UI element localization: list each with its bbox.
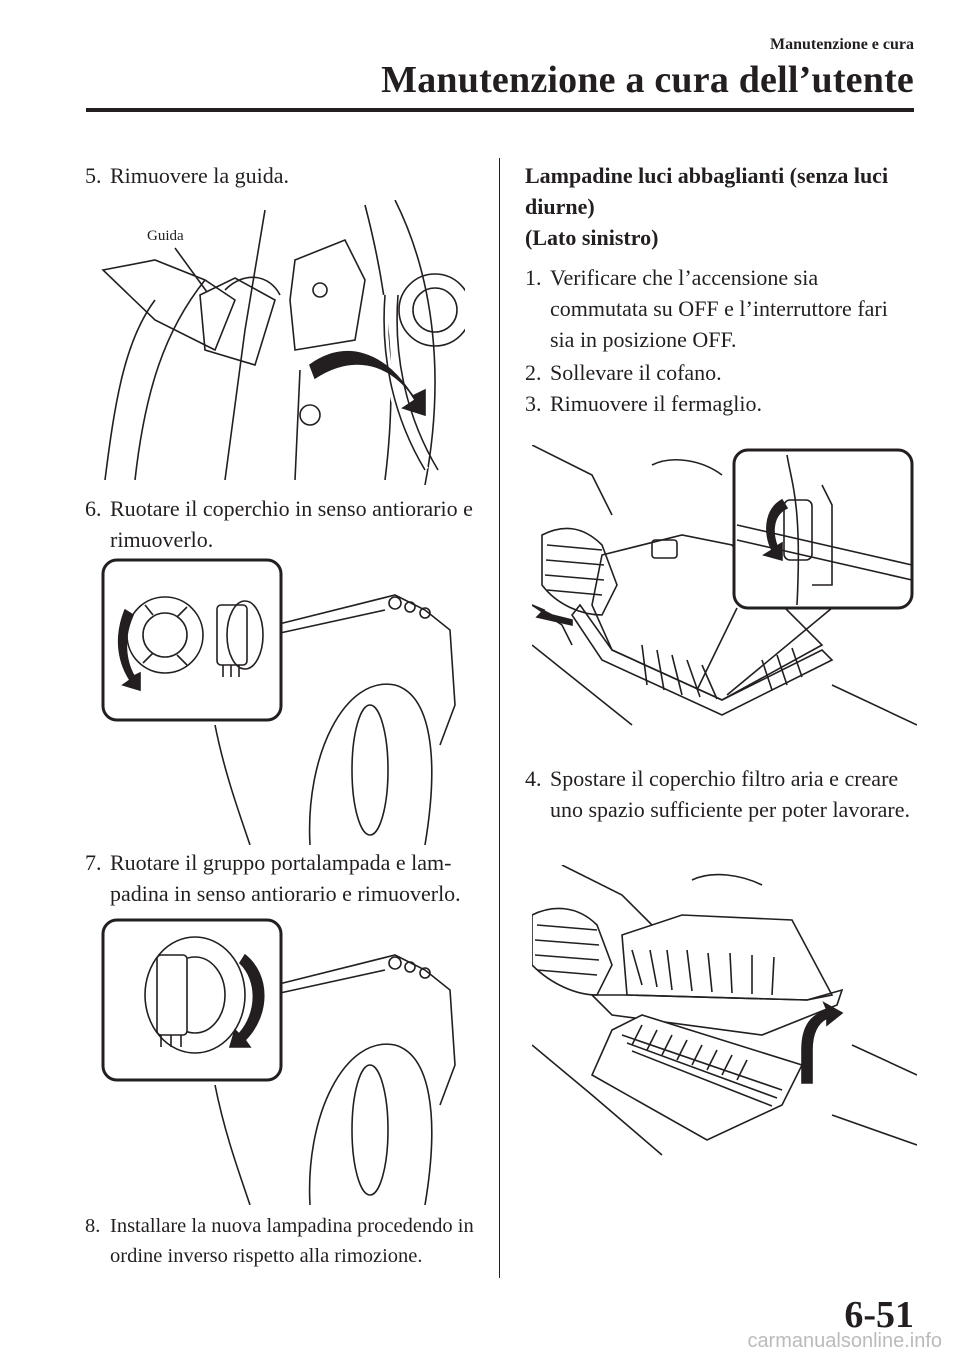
- figure-clip-removal: [532, 445, 917, 740]
- step-text: Ruotare il coperchio in senso antiorario…: [110, 496, 473, 552]
- step-7: 7. Ruotare il gruppo portalampada e lam-…: [85, 847, 485, 909]
- step-3: 3. Rimuovere il fermaglio.: [525, 388, 915, 419]
- step-number: 2.: [525, 360, 542, 385]
- section-heading: Lampadine luci abbaglianti (senza luci d…: [525, 163, 889, 219]
- step-6: 6. Ruotare il coperchio in senso antiora…: [85, 493, 485, 555]
- page-title: Manutenzione a cura dell’utente: [381, 59, 914, 101]
- step-text: Installare la nuova lampadina procedendo…: [110, 1215, 474, 1267]
- page-number: 6-51: [844, 1294, 914, 1336]
- section-header: Manutenzione e cura: [770, 36, 914, 53]
- step-number: 7.: [85, 850, 102, 875]
- step-4: 4. Spostare il coperchio filtro aria e c…: [525, 763, 915, 825]
- step-number: 1.: [525, 265, 542, 290]
- figure-air-filter-cover: [532, 865, 917, 1160]
- step-text: Spostare il coperchio filtro aria e crea…: [550, 766, 911, 822]
- step-number: 3.: [525, 391, 542, 416]
- step-text: Ruotare il gruppo portalampada e lam-pad…: [110, 850, 461, 906]
- watermark: carmanualsonline.info: [747, 1330, 942, 1352]
- step-number: 6.: [85, 496, 102, 521]
- step-1: 1. Verificare che l’accensione sia commu…: [525, 262, 915, 355]
- column-divider: [499, 158, 500, 1278]
- step-text: Verificare che l’accensione sia commutat…: [550, 265, 888, 352]
- step-8: 8. Installare la nuova lampadina procede…: [85, 1211, 495, 1271]
- guide-label: Guida: [147, 228, 184, 244]
- figure-cover-removal: [95, 555, 465, 845]
- header-rule: [86, 108, 914, 112]
- step-number: 8.: [85, 1215, 101, 1237]
- step-text: Rimuovere la guida.: [110, 163, 290, 188]
- step-text: Sollevare il cofano.: [550, 360, 722, 385]
- figure-guide-removal: Guida: [95, 200, 465, 485]
- step-text: Rimuovere il fermaglio.: [550, 391, 762, 416]
- figure-bulb-holder-removal: [95, 915, 465, 1205]
- step-number: 5.: [85, 163, 102, 188]
- step-2: 2. Sollevare il cofano.: [525, 357, 915, 388]
- section-subheading: (Lato sinistro): [525, 225, 659, 250]
- step-5: 5. Rimuovere la guida.: [85, 160, 485, 191]
- step-number: 4.: [525, 766, 542, 791]
